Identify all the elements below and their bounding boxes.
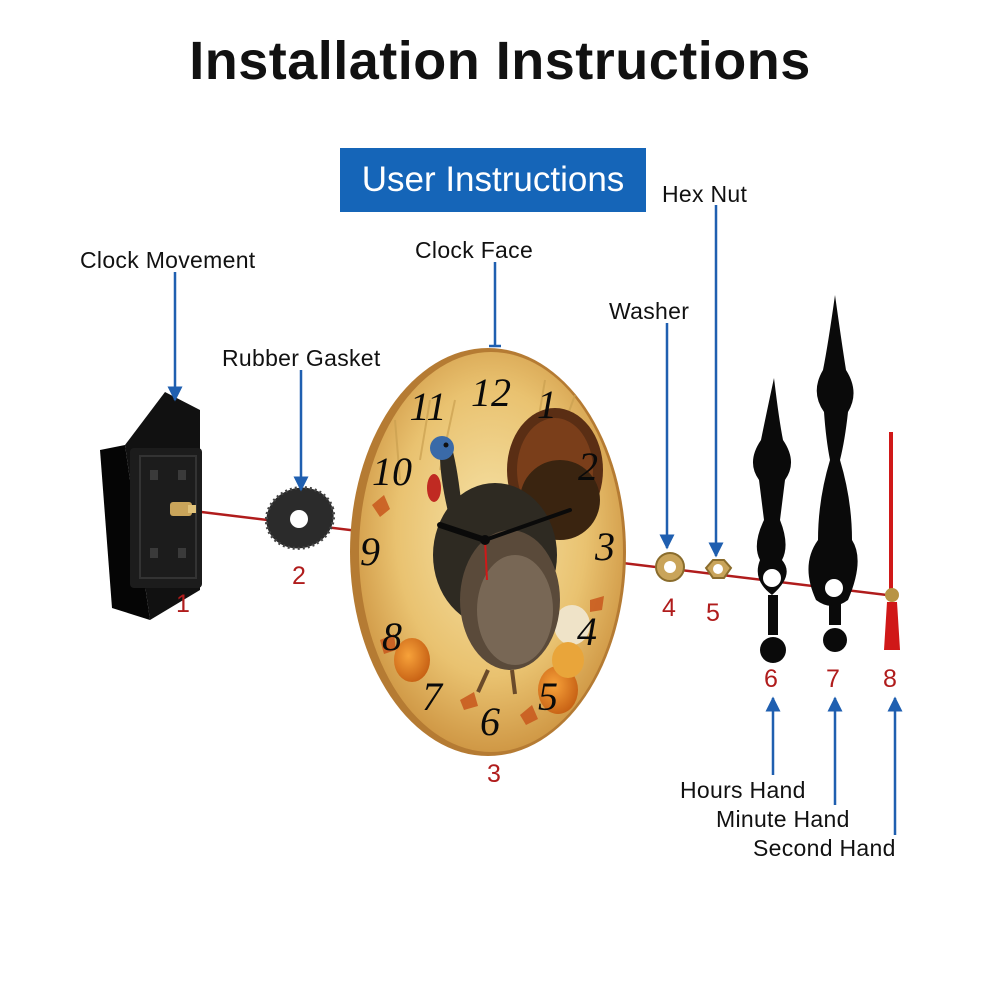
rubber-gasket	[264, 486, 336, 550]
numeral-12: 12	[471, 370, 511, 415]
turkey-illustration	[427, 408, 603, 695]
second-hand	[884, 432, 900, 650]
numeral-8: 8	[382, 614, 402, 659]
label-rubber-gasket: Rubber Gasket	[222, 345, 381, 371]
page-title: Installation Instructions	[189, 31, 811, 91]
clock-face	[350, 348, 626, 756]
numeral-4: 4	[577, 609, 597, 654]
label-clock-movement: Clock Movement	[80, 247, 256, 273]
part-number-4: 4	[662, 594, 676, 622]
clock-movement	[100, 392, 202, 620]
numeral-1: 1	[537, 382, 557, 427]
washer	[655, 552, 685, 582]
label-washer: Washer	[609, 298, 690, 324]
clock-numerals: 12 1 2 3 4 5 6 7 8 9 10 11	[360, 370, 615, 744]
part-number-2: 2	[292, 562, 306, 590]
part-number-3: 3	[487, 760, 501, 788]
numeral-11: 11	[409, 384, 446, 429]
hex-nut	[704, 559, 733, 579]
label-hex-nut: Hex Nut	[662, 181, 748, 207]
label-clock-face: Clock Face	[415, 237, 534, 263]
hours-hand	[752, 378, 792, 663]
numeral-10: 10	[372, 449, 412, 494]
numeral-7: 7	[422, 674, 444, 719]
label-minute-hand: Minute Hand	[716, 806, 850, 832]
numeral-2: 2	[578, 444, 598, 489]
minute-hand	[808, 295, 858, 652]
numeral-6: 6	[480, 699, 500, 744]
numeral-3: 3	[594, 524, 615, 569]
part-number-6: 6	[764, 665, 778, 693]
part-number-8: 8	[883, 665, 897, 693]
numeral-5: 5	[538, 674, 558, 719]
label-second-hand: Second Hand	[753, 835, 896, 861]
user-instructions-banner: User Instructions	[340, 148, 646, 212]
part-number-7: 7	[826, 665, 840, 693]
numeral-9: 9	[360, 529, 380, 574]
part-number-1: 1	[176, 590, 190, 618]
part-number-5: 5	[706, 599, 720, 627]
label-hours-hand: Hours Hand	[680, 777, 806, 803]
